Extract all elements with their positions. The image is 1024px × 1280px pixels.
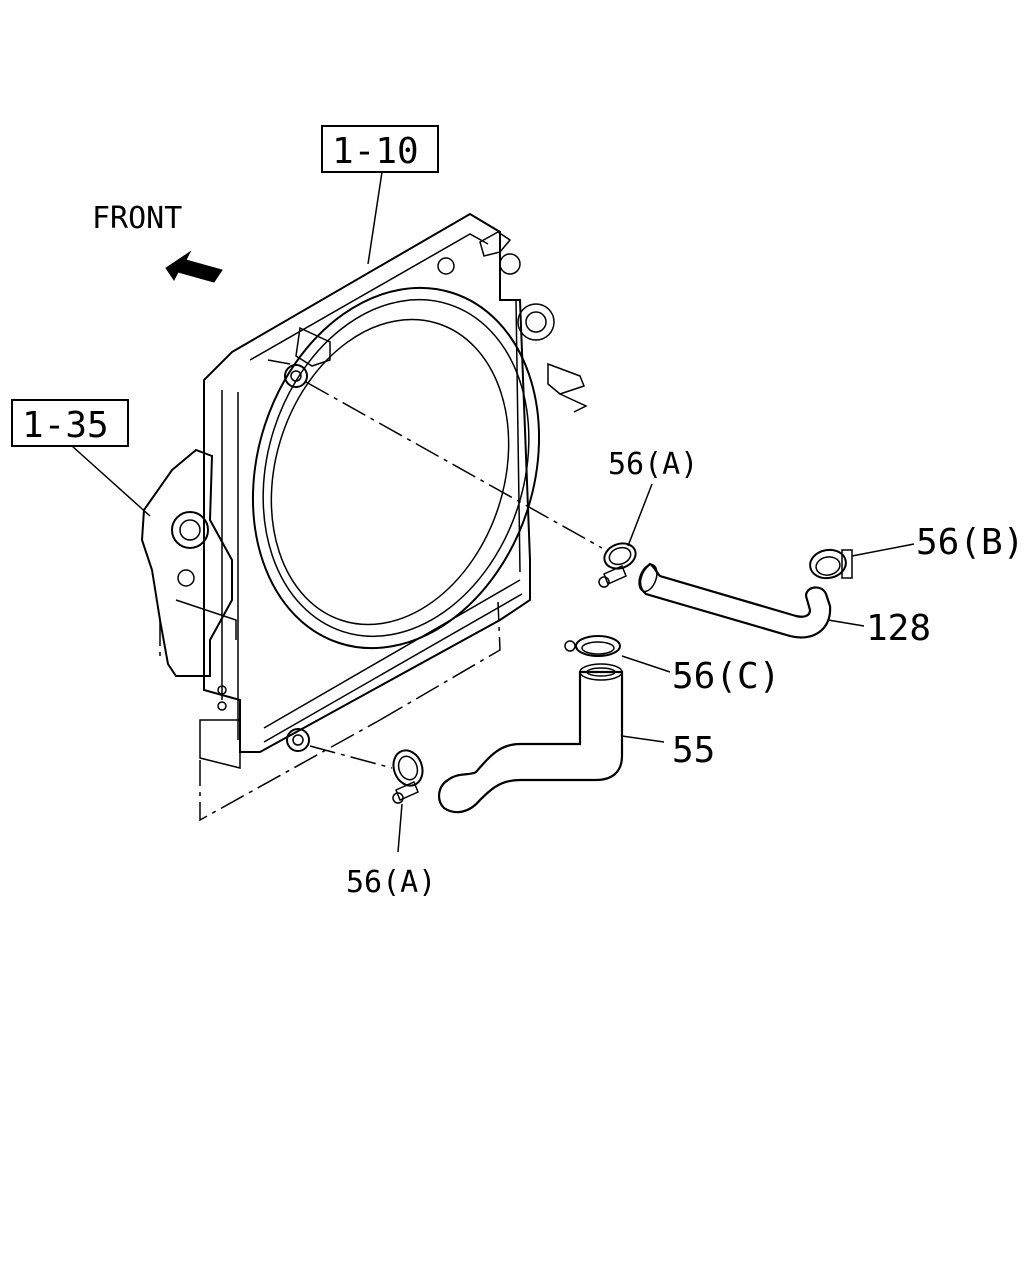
label-lower-hose-55: 55 (672, 730, 715, 771)
clamp-lower-56a: 56(A) (346, 749, 436, 900)
label-clamp-56c: 56(C) (672, 656, 780, 697)
label-clamp-56b: 56(B) (916, 522, 1024, 563)
ref-radiator-text: 1-10 (332, 131, 419, 172)
front-arrow-icon (165, 250, 223, 283)
label-upper-hose-128: 128 (866, 608, 931, 649)
front-label: FRONT (92, 201, 182, 236)
ref-box-radiator: 1-10 (321, 125, 439, 265)
upper-hose-128: 128 (638, 562, 931, 649)
label-clamp-upper-56a: 56(A) (608, 447, 698, 482)
lower-hose-55: 55 (438, 663, 715, 814)
ref-box-reservoir: 1-35 (11, 399, 151, 517)
ref-reservoir-text: 1-35 (22, 405, 109, 446)
clamp-56b: 56(B) (809, 522, 1024, 580)
clamp-56c: 56(C) (564, 635, 780, 697)
radiator-assembly (199, 212, 588, 822)
leader-upper-outlet (305, 381, 603, 549)
reservoir-tank (140, 448, 237, 677)
label-clamp-lower-56a: 56(A) (346, 865, 436, 900)
clamp-upper-56a: 56(A) (598, 447, 698, 588)
leader-lower-outlet (309, 745, 393, 769)
